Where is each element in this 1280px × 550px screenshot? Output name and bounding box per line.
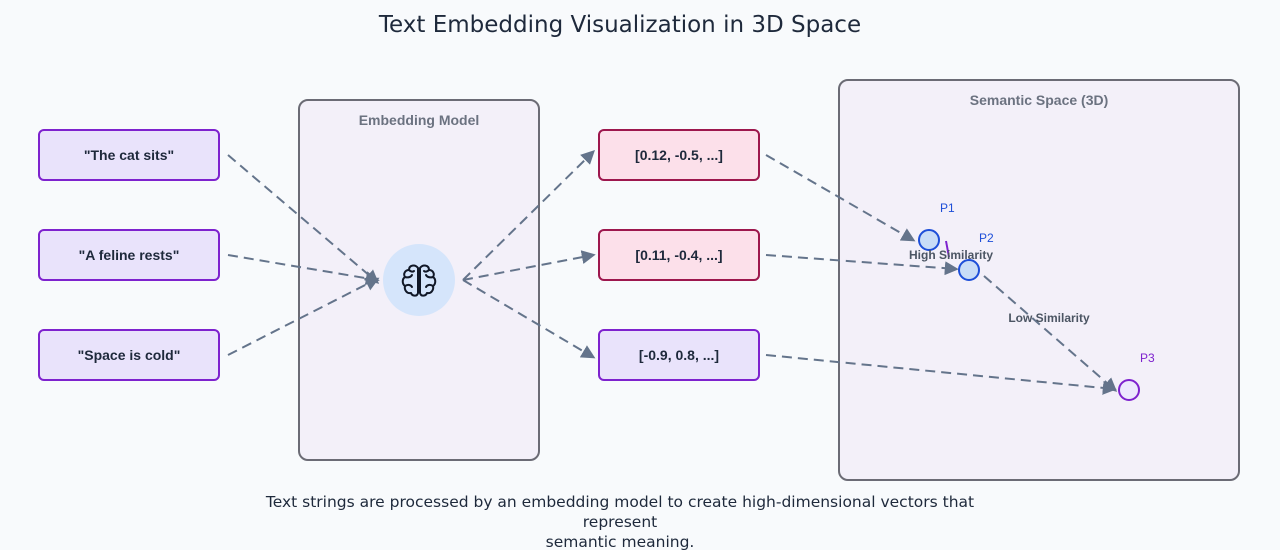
point-p1-label: P1 [940,201,955,215]
point-p3 [1118,379,1140,401]
vector-box-1: [0.12, -0.5, ...] [598,129,760,181]
vector-box-2: [0.11, -0.4, ...] [598,229,760,281]
caption-line-1: Text strings are processed by an embeddi… [265,493,975,531]
semantic-space-label: Semantic Space (3D) [969,92,1109,108]
brain-icon [401,264,437,297]
arrow-model-to-vector2 [462,250,596,281]
caption-line-2: semantic meaning. [545,533,695,550]
embedding-model-label: Embedding Model [358,112,480,128]
diagram-title: Text Embedding Visualization in 3D Space [378,12,862,38]
low-similarity-label: Low Similarity [1008,311,1090,325]
high-similarity-label: High Similarity [909,248,993,262]
vector-box-3: [-0.9, 0.8, ...] [598,329,760,381]
point-p2 [958,259,980,281]
arrow-vector1-to-p1 [765,154,916,242]
high-similarity-line [945,240,950,258]
input-text-space: "Space is cold" [38,329,220,381]
input-text-cat: "The cat sits" [38,129,220,181]
arrow-input1-to-model [227,154,380,284]
point-p3-label: P3 [1140,351,1155,365]
arrow-input2-to-model [227,254,380,286]
point-p1 [918,229,940,251]
arrow-vector3-to-p3 [765,354,1117,395]
semantic-space-panel: Semantic Space (3D) [838,79,1240,481]
arrow-model-to-vector1 [462,150,595,281]
arrow-model-to-vector3 [462,279,596,359]
arrow-input3-to-model [227,277,380,356]
input-text-feline: "A feline rests" [38,229,220,281]
diagram-caption: Text strings are processed by an embeddi… [240,492,1000,550]
low-similarity-line [983,275,1118,392]
point-p2-label: P2 [979,231,994,245]
model-node [383,244,455,316]
